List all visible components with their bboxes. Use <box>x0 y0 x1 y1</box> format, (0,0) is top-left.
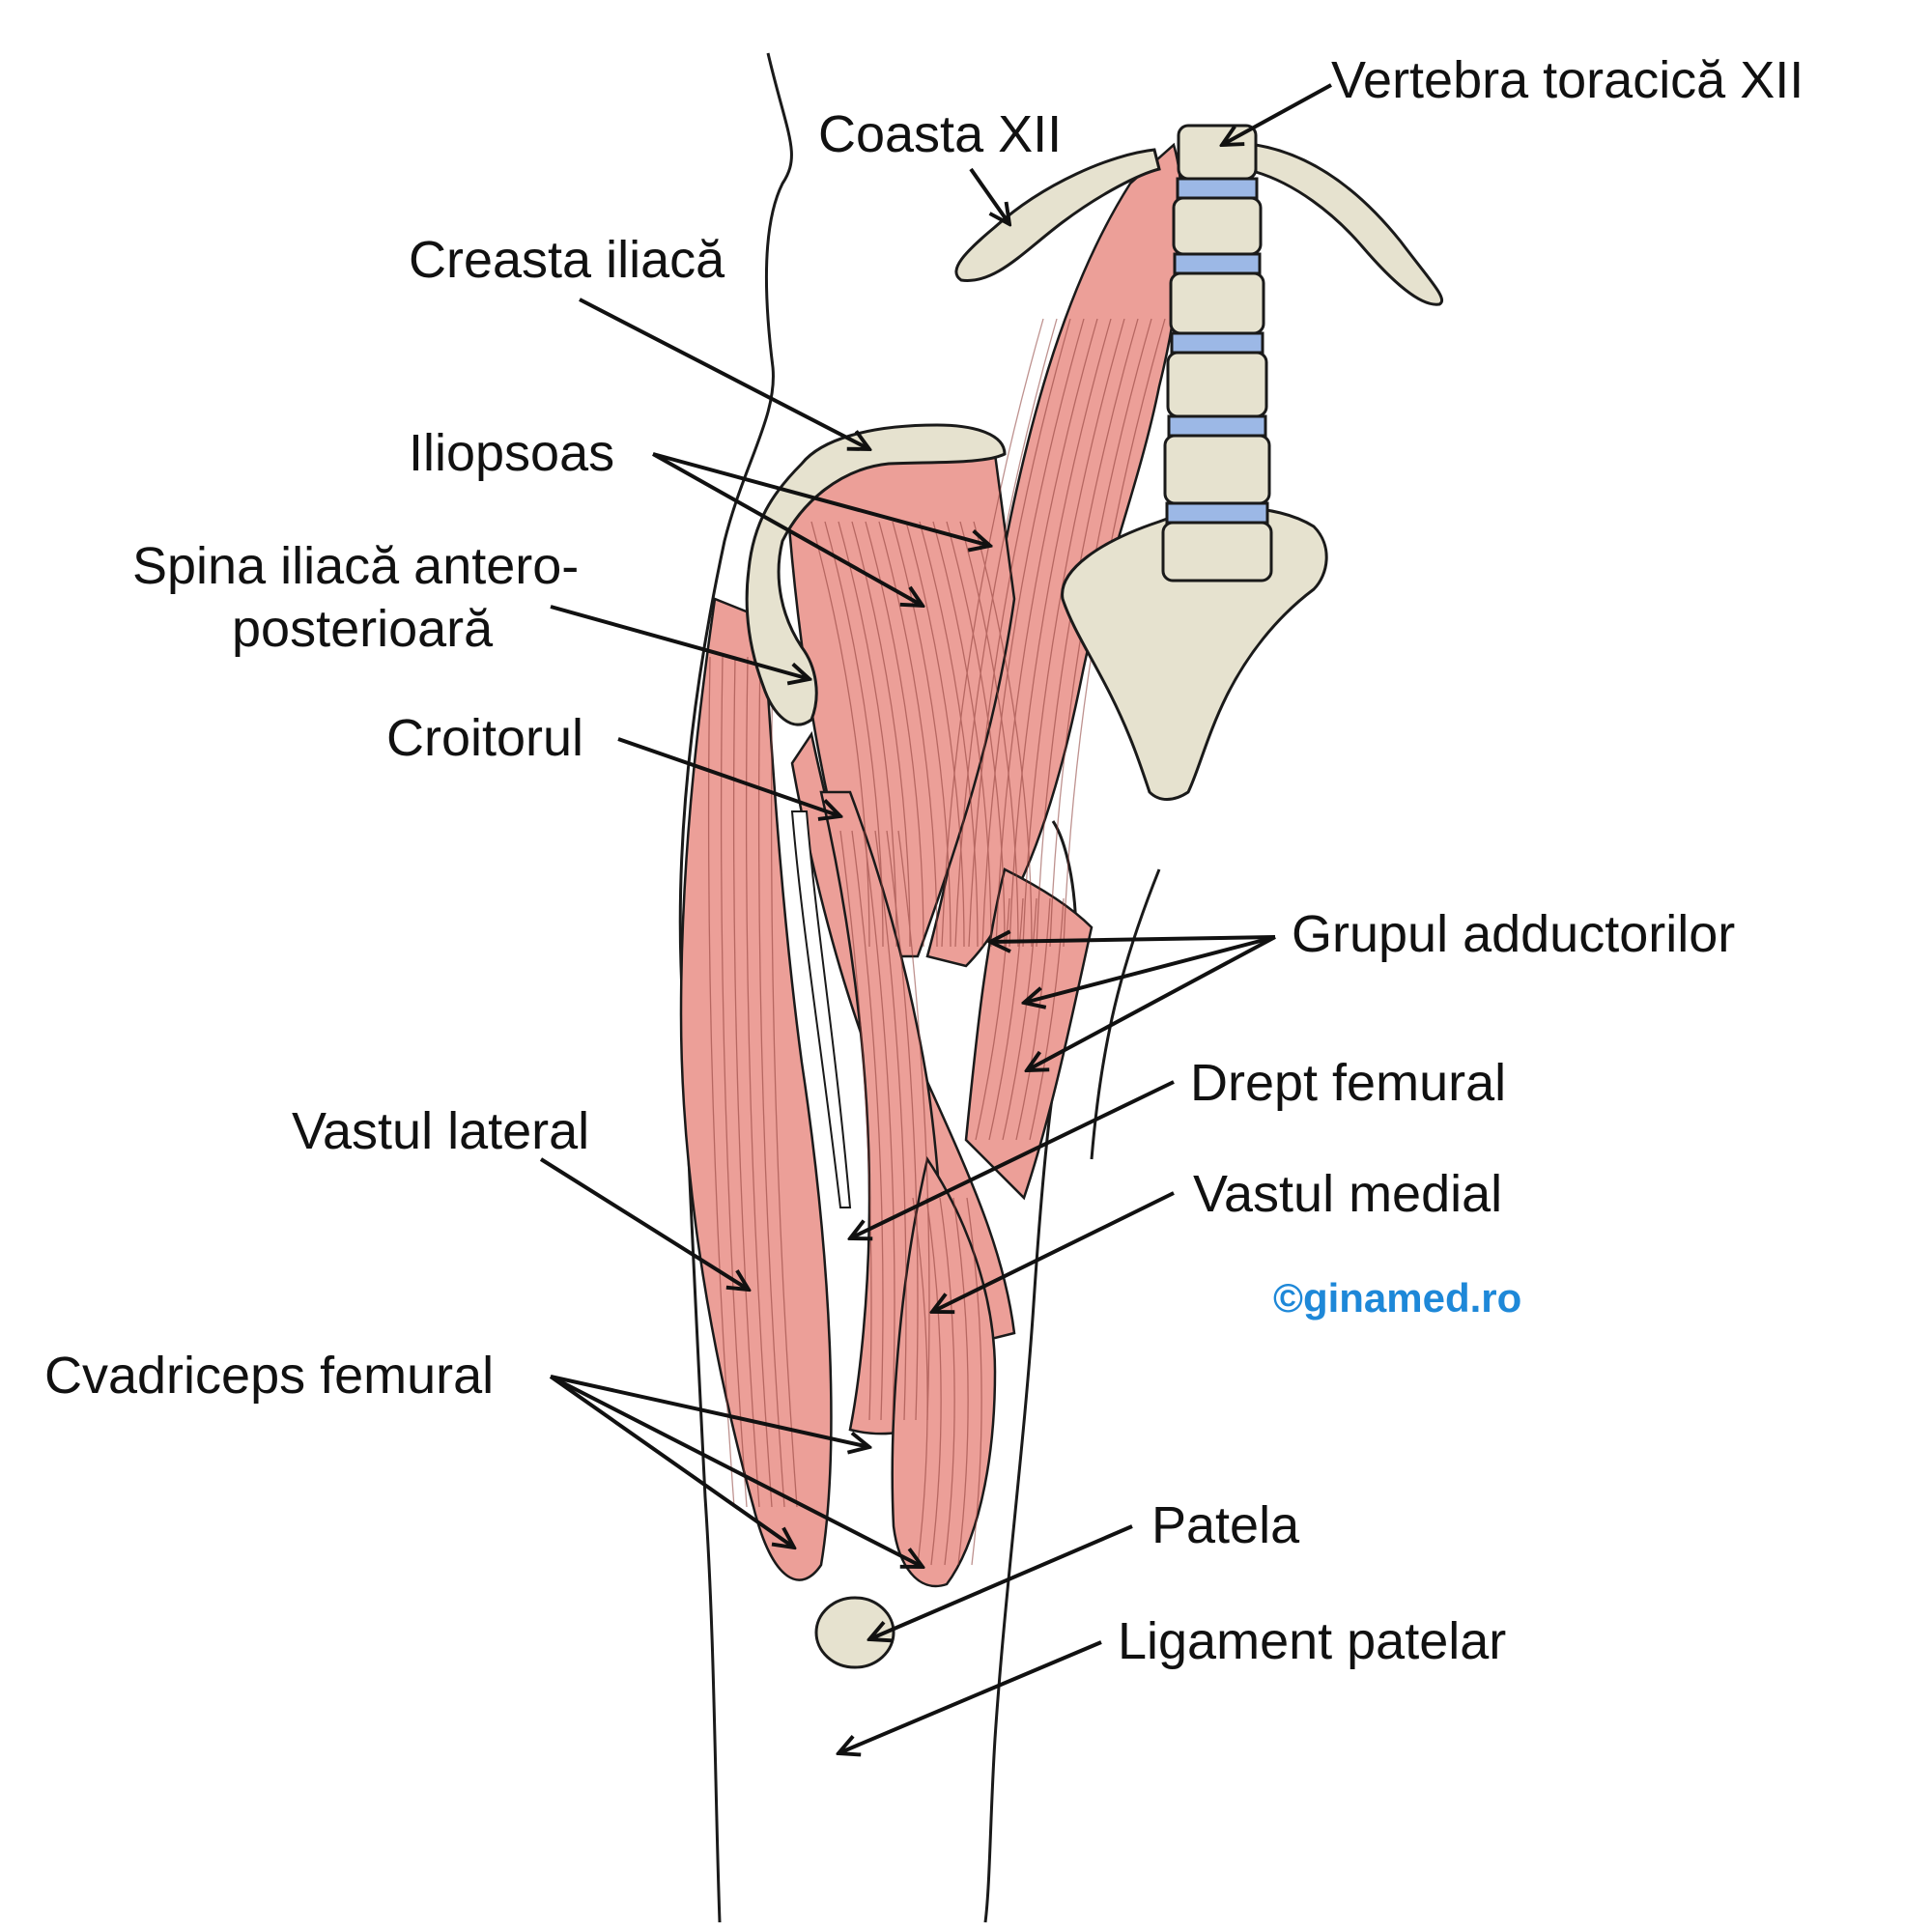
arrow-drept <box>850 1080 1175 1238</box>
arrow-adductor-3 <box>1027 935 1276 1070</box>
label-cvadriceps-femural: Cvadriceps femural <box>44 1347 495 1405</box>
label-grupul-adductorilor: Grupul adductorilor <box>1292 905 1736 963</box>
label-ligament-patelar: Ligament patelar <box>1118 1612 1507 1670</box>
arrow-cvadriceps-3 <box>550 1375 923 1567</box>
patella <box>814 1596 895 1669</box>
label-iliopsoas: Iliopsoas <box>409 424 615 482</box>
vertebra <box>1166 351 1268 418</box>
rib-xii-left <box>954 148 1161 282</box>
vertebra <box>1161 521 1273 582</box>
intervertebral-disc <box>1165 501 1269 525</box>
arrow-cvadriceps-2 <box>549 1375 794 1548</box>
label-drept-femural: Drept femural <box>1190 1054 1507 1112</box>
intervertebral-disc <box>1167 414 1267 438</box>
arrow-patela <box>869 1524 1133 1639</box>
iliac-crest <box>745 423 1007 726</box>
intervertebral-disc <box>1176 177 1259 200</box>
arrow-spina <box>550 605 810 679</box>
watermark: ©ginamed.ro <box>1273 1275 1522 1321</box>
arrow-iliopsoas-2 <box>652 452 923 606</box>
arrow-cvadriceps-1 <box>550 1375 869 1447</box>
label-coasta-xii: Coasta XII <box>818 105 1063 163</box>
intervertebral-disc <box>1170 331 1264 355</box>
arrow-ligament <box>838 1640 1102 1753</box>
vastus-lateralis-muscle <box>679 597 833 1581</box>
label-vastul-medial: Vastul medial <box>1193 1165 1503 1223</box>
label-vertebra-toracica: Vertebra toracică XII <box>1331 51 1804 109</box>
arrow-adductor-1 <box>990 937 1276 942</box>
arrow-vertebra <box>1222 83 1332 145</box>
arrow-iliopsoas-1 <box>652 452 990 546</box>
rib-xii-right <box>1254 143 1444 306</box>
vertebra <box>1169 271 1265 335</box>
arrow-creasta <box>579 298 869 449</box>
arrow-coasta <box>969 167 1009 224</box>
vertebra <box>1163 434 1271 505</box>
label-creasta-iliaca: Creasta iliacă <box>409 231 725 289</box>
arrow-croitorul <box>617 737 840 816</box>
muscle-fibers <box>707 318 1166 1566</box>
vertebral-column <box>1161 124 1273 582</box>
label-spina-iliaca-line1: Spina iliacă antero- <box>132 537 580 595</box>
arrow-adductor-2 <box>1024 935 1276 1003</box>
arrow-vastul-medial <box>932 1191 1175 1312</box>
muscles <box>679 142 1183 1588</box>
leader-arrows <box>539 83 1332 1753</box>
label-spina-iliaca-line2: posterioară <box>232 600 494 658</box>
it-band <box>790 810 852 1208</box>
label-vastul-lateral: Vastul lateral <box>292 1102 590 1160</box>
label-patela: Patela <box>1151 1496 1300 1554</box>
arrow-vastul-lateral <box>539 1157 749 1290</box>
label-croitorul: Croitorul <box>386 709 584 767</box>
vertebra <box>1172 196 1263 256</box>
intervertebral-disc <box>1173 252 1262 275</box>
